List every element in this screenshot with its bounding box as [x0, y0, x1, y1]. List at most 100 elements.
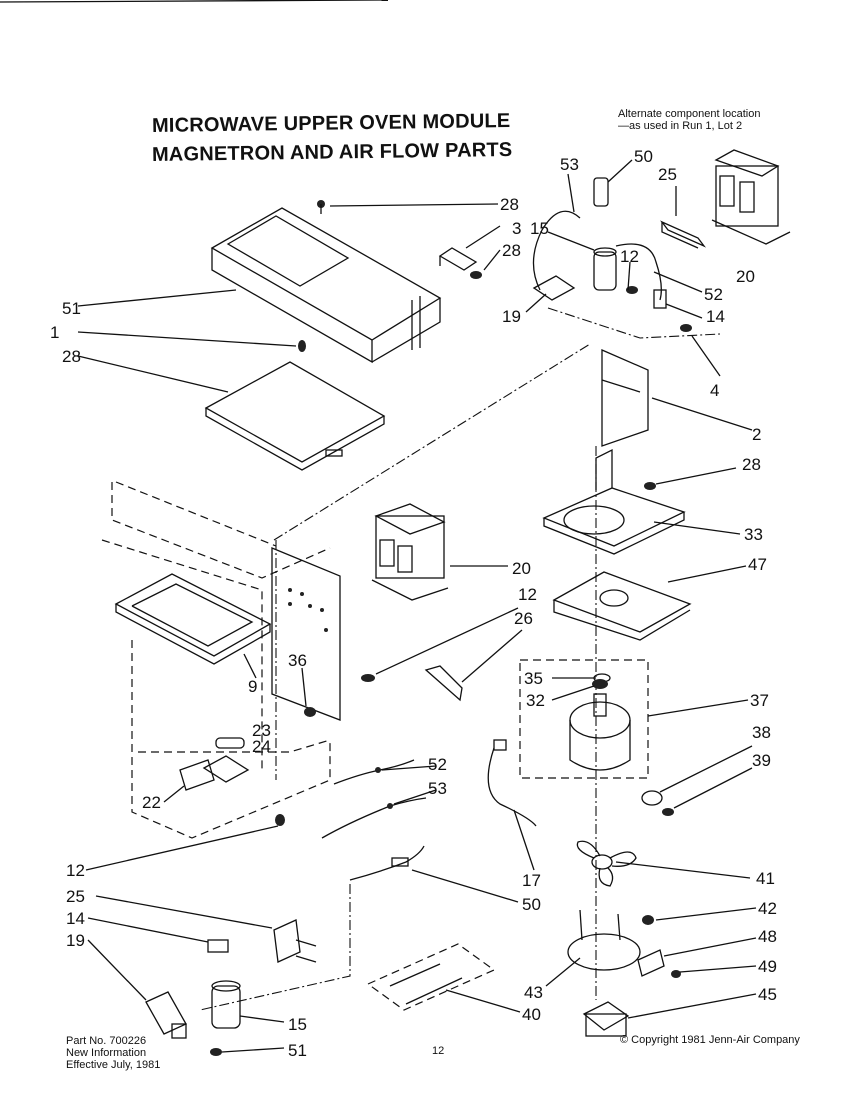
callout-label: 14: [706, 307, 725, 326]
callout-label: 9: [248, 677, 257, 696]
transformer-20-alt-drawing: [711, 149, 791, 245]
terminal-block-40-drawing-shape: [366, 943, 496, 1011]
enclosure-outline: [101, 481, 331, 839]
side-panel-drawing-shape: [308, 604, 312, 608]
leader-lines-shape: [301, 667, 307, 707]
callout-label: 19: [502, 307, 521, 326]
cable-26-drawing-shape: [424, 665, 463, 702]
capacitor-15-alt-drawing: [593, 247, 617, 291]
callout-label: 20: [512, 559, 531, 578]
side-panel-drawing-shape: [288, 588, 292, 592]
callout-label: 41: [756, 869, 775, 888]
effective-date: Effective July, 1981: [66, 1059, 161, 1071]
screw-39-shape: [662, 808, 674, 816]
leader-lines-shape: [653, 521, 741, 535]
bracket-43-drawing-shape: [617, 913, 621, 941]
leader-lines-shape: [381, 765, 437, 771]
transformer-20-alt-drawing-shape: [714, 149, 780, 177]
screw-12-low: [275, 814, 285, 826]
callout-label: 42: [758, 899, 777, 918]
leader-lines-shape: [691, 335, 721, 377]
block-25-drawing-shape: [273, 919, 301, 963]
leader-lines-shape: [85, 825, 279, 871]
leader-lines-shape: [483, 249, 501, 271]
wire-53-drawing-shape: [321, 797, 427, 839]
capacitor-15-drawing-shape: [211, 985, 241, 1029]
leader-lines-shape: [647, 699, 749, 717]
leader-lines-shape: [87, 917, 209, 943]
top-rule: [0, 0, 389, 3]
screw-28-top: [317, 200, 325, 214]
callout-label: 50: [634, 147, 653, 166]
alt-dot-line: [547, 307, 721, 339]
housing-box-drawing: [210, 207, 442, 364]
callout-label: 43: [524, 983, 543, 1002]
magnetron-9-drawing-shape: [115, 604, 271, 665]
terminal-block-40-drawing: [366, 943, 496, 1011]
holder-24-drawing-shape: [202, 755, 250, 783]
leader-lines-shape: [627, 993, 757, 1019]
callout-label: 53: [560, 155, 579, 174]
wire-52-drawing: [333, 759, 415, 785]
screw-51-alt-shape: [680, 324, 692, 332]
screw-28-bracket: [470, 271, 482, 279]
fuse-23-drawing: [215, 737, 245, 749]
leader-lines-shape: [513, 809, 535, 871]
callout-label: 48: [758, 927, 777, 946]
wire-52-drawing-shape: [333, 759, 415, 785]
callout-label: 17: [522, 871, 541, 890]
capacitor-15-alt-drawing-shape: [593, 251, 617, 291]
base-plate-33-drawing-shape: [563, 505, 625, 535]
leader-lines-shape: [655, 467, 737, 485]
base-plate-33-drawing-shape: [595, 448, 613, 490]
screw-28-left-shape: [298, 340, 306, 352]
leader-lines-shape: [667, 565, 747, 583]
base-plate-33-drawing-shape: [543, 512, 685, 555]
fuse-50-drawing-shape: [391, 857, 409, 867]
screw-51: [210, 1048, 222, 1056]
washer-32-shape: [592, 679, 608, 689]
page-number: 12: [432, 1045, 445, 1057]
screw-12-alt: [626, 286, 638, 294]
block-25-drawing-shape: [295, 939, 317, 947]
leader-lines-shape: [551, 685, 595, 701]
leader-lines-shape: [77, 331, 297, 347]
callout-label: 12: [620, 247, 639, 266]
callout-label: 23: [252, 721, 271, 740]
cover-plate-drawing-shape: [204, 361, 386, 463]
transformer-20-alt-drawing-shape: [739, 181, 755, 213]
bracket-47-drawing: [552, 571, 692, 641]
leader-lines-shape: [655, 907, 757, 921]
leader-lines-shape: [163, 785, 185, 803]
capacitor-15-drawing-shape: [211, 980, 241, 992]
leader-lines-shape: [329, 203, 499, 207]
leader-lines-shape: [411, 869, 519, 903]
enclosure-outline-shape: [131, 640, 331, 839]
switch-14-alt-drawing: [653, 289, 667, 309]
enclosure-outline-shape: [101, 539, 263, 770]
callout-label: 40: [522, 1005, 541, 1024]
fuse-50-drawing-shape: [349, 845, 425, 881]
bracket-43-drawing: [567, 909, 641, 971]
motor-37-drawing-shape: [569, 720, 631, 771]
base-45-drawing: [582, 1001, 630, 1037]
base-45-drawing-shape: [585, 1013, 627, 1037]
screw-12-mid-shape: [361, 674, 375, 682]
bracket-19-drawing-shape: [145, 991, 187, 1035]
housing-box-drawing-shape: [210, 207, 442, 341]
screw-51-alt: [680, 324, 692, 332]
cover-plate-drawing-shape: [205, 408, 385, 471]
screw-28-bracket-shape: [470, 271, 482, 279]
leader-lines-shape: [239, 1015, 285, 1023]
block-25-alt-drawing-shape: [659, 220, 707, 248]
leader-lines-shape: [77, 355, 229, 393]
enclosure-outline-shape: [115, 481, 277, 547]
block-25-drawing: [273, 919, 317, 963]
transformer-20-drawing-shape: [371, 579, 449, 601]
fuse-50-alt-drawing: [593, 177, 609, 207]
callout-label: 50: [522, 895, 541, 914]
leader-lines-shape: [461, 629, 523, 683]
callout-label: 36: [288, 651, 307, 670]
callout-label: 3: [512, 219, 521, 238]
